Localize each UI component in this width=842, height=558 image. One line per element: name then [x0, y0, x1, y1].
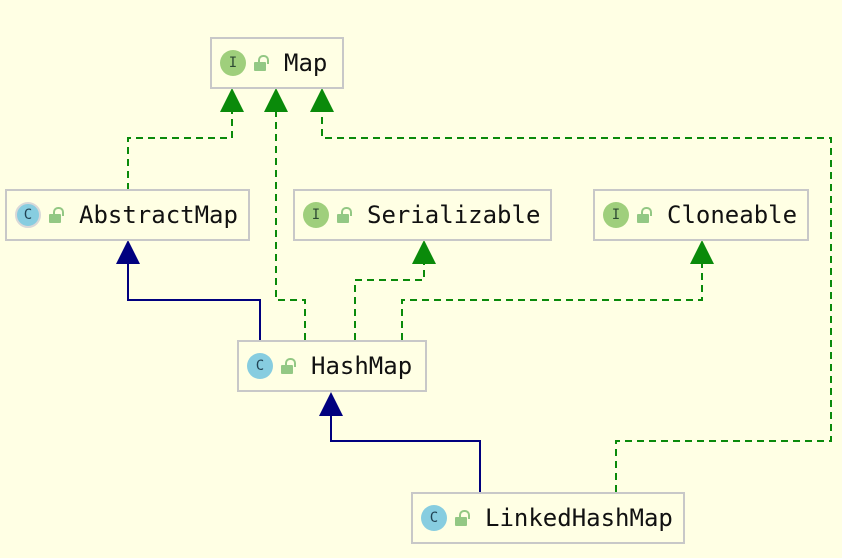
arrowhead-hashmap-to-serializable	[412, 240, 436, 264]
edge-hashmap-to-serializable	[354, 264, 425, 340]
node-abstractmap[interactable]: C AbstractMap	[5, 189, 250, 241]
node-hashmap[interactable]: C HashMap	[237, 340, 427, 392]
edge-hashmap-to-map	[275, 112, 306, 340]
node-label: LinkedHashMap	[485, 504, 673, 532]
arrowhead-linkedhashmap-to-hashmap	[319, 392, 343, 416]
node-label: Map	[284, 49, 328, 77]
node-label: HashMap	[311, 352, 413, 380]
node-label: Cloneable	[667, 201, 798, 229]
node-serializable[interactable]: I Serializable	[293, 189, 552, 241]
interface-icon: I	[303, 202, 329, 228]
lock-icon	[47, 206, 64, 224]
node-map[interactable]: I Map	[210, 37, 344, 89]
node-linkedhashmap[interactable]: C LinkedHashMap	[411, 492, 685, 544]
arrowhead-hashmap-to-map	[264, 88, 288, 112]
arrowhead-linkedhashmap-to-map	[310, 88, 334, 112]
lock-icon	[635, 206, 652, 224]
lock-icon	[453, 509, 470, 527]
edge-hashmap-to-cloneable	[401, 264, 703, 340]
arrowhead-hashmap-to-abstractmap	[116, 240, 140, 264]
node-cloneable[interactable]: I Cloneable	[593, 189, 809, 241]
interface-icon: I	[220, 50, 246, 76]
node-label: AbstractMap	[79, 201, 238, 229]
edge-abstractmap-to-map	[127, 112, 233, 190]
arrowhead-abstractmap-to-map	[220, 88, 244, 112]
edge-linkedhashmap-to-hashmap	[330, 416, 481, 492]
class-icon: C	[247, 353, 273, 379]
node-label: Serializable	[367, 201, 541, 229]
abstract-class-icon: C	[15, 202, 41, 228]
interface-icon: I	[603, 202, 629, 228]
lock-icon	[279, 357, 296, 375]
arrowhead-hashmap-to-cloneable	[690, 240, 714, 264]
class-icon: C	[421, 505, 447, 531]
lock-icon	[252, 54, 269, 72]
edge-linkedhashmap-to-map	[321, 112, 832, 492]
edge-hashmap-to-abstractmap	[127, 264, 261, 340]
lock-icon	[335, 206, 352, 224]
